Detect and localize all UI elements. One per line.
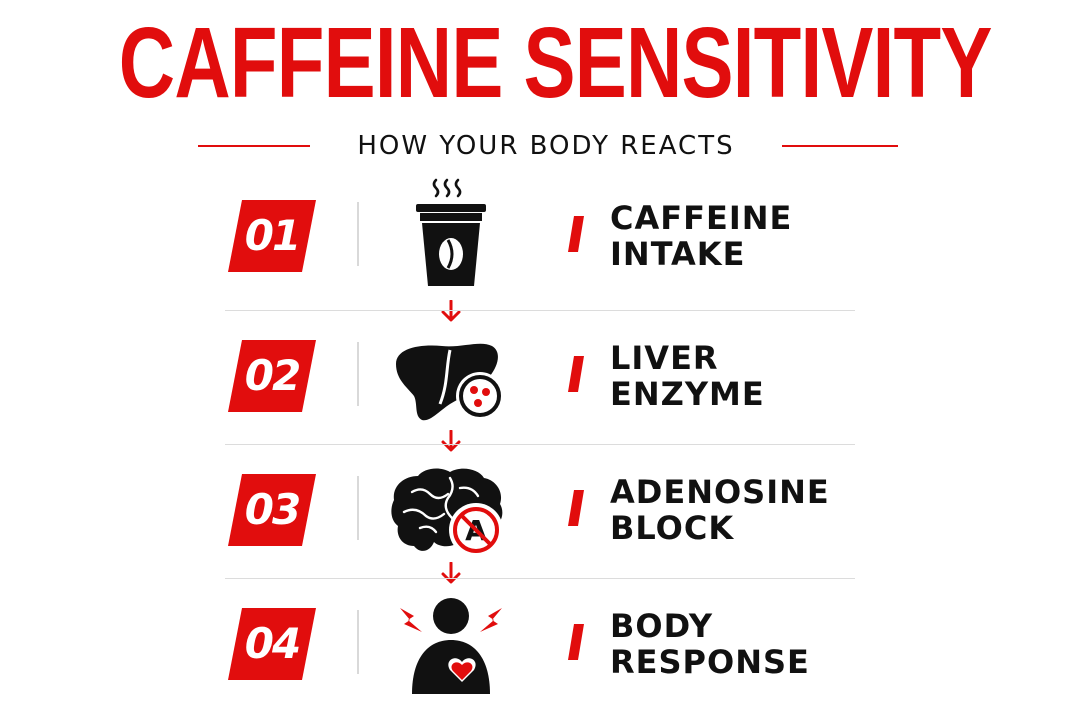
slash-accent — [568, 216, 584, 252]
step-row-4: 04 BODY RESPONSE — [0, 586, 1080, 706]
step-row-1: 01 CAFFEINE INTAKE — [0, 178, 1080, 298]
vertical-divider — [357, 610, 359, 674]
step-number: 02 — [244, 351, 301, 400]
step-row-3: 03 A ADENOSINE BLOCK — [0, 452, 1080, 572]
subtitle-rule-left — [198, 145, 310, 147]
brain-adenosine-block-icon: A — [390, 452, 520, 572]
step-label: BODY RESPONSE — [610, 608, 1010, 680]
step-label-line-1: ADENOSINE — [610, 473, 830, 511]
step-label: ADENOSINE BLOCK — [610, 474, 1010, 546]
liver-enzyme-icon — [390, 318, 520, 438]
vertical-divider — [357, 476, 359, 540]
step-label-line-1: CAFFEINE — [610, 199, 793, 237]
step-label-line-2: BLOCK — [610, 509, 735, 547]
step-label: CAFFEINE INTAKE — [610, 200, 1010, 272]
step-number: 04 — [244, 619, 301, 668]
down-arrow-icon — [441, 430, 461, 452]
row-divider — [225, 310, 855, 311]
step-label-line-2: INTAKE — [610, 235, 746, 273]
step-label: LIVER ENZYME — [610, 340, 1010, 412]
step-number-badge: 02 — [228, 340, 316, 412]
step-label-line-1: BODY — [610, 607, 713, 645]
step-number: 01 — [244, 211, 301, 260]
step-number: 03 — [244, 485, 301, 534]
page-subtitle: HOW YOUR BODY REACTS — [357, 131, 735, 161]
slash-accent — [568, 624, 584, 660]
slash-accent — [568, 490, 584, 526]
subtitle-row: HOW YOUR BODY REACTS — [0, 126, 1080, 166]
coffee-cup-icon — [390, 178, 520, 298]
step-number-badge: 04 — [228, 608, 316, 680]
body-heart-icon — [390, 586, 520, 706]
step-label-line-2: RESPONSE — [610, 643, 810, 681]
down-arrow-icon — [441, 562, 461, 584]
step-number-badge: 03 — [228, 474, 316, 546]
subtitle-rule-right — [782, 145, 898, 147]
step-number-badge: 01 — [228, 200, 316, 272]
row-divider — [225, 578, 855, 579]
slash-accent — [568, 356, 584, 392]
row-divider — [225, 444, 855, 445]
vertical-divider — [357, 202, 359, 266]
step-label-line-2: ENZYME — [610, 375, 765, 413]
page-title: CAFFEINE SENSITIVITY — [118, 7, 993, 119]
vertical-divider — [357, 342, 359, 406]
step-label-line-1: LIVER — [610, 339, 719, 377]
step-row-2: 02 LIVER ENZYME — [0, 318, 1080, 438]
